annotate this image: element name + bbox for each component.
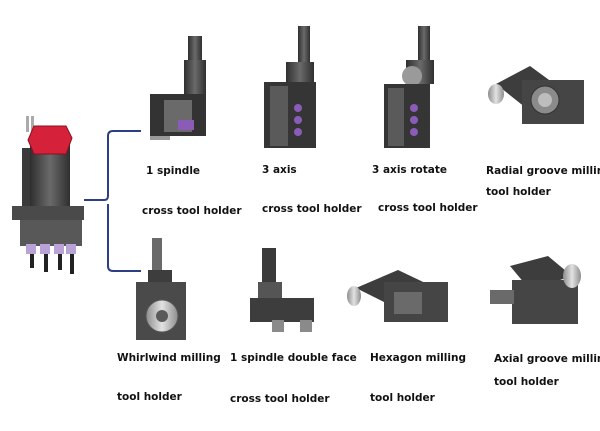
label-hexagon-line1: Hexagon milling <box>370 352 466 364</box>
label-axial-groove-line2: tool holder <box>494 376 559 388</box>
label-axial-groove-line1: Axial groove milling <box>494 353 600 365</box>
label-double-face-line1: 1 spindle double face <box>230 352 357 364</box>
label-whirlwind-line2: tool holder <box>117 391 182 403</box>
tool-image-hexagon <box>347 270 448 322</box>
label-3-axis-rotate-line1: 3 axis rotate <box>372 164 447 176</box>
tool-image-axial-groove <box>490 256 581 324</box>
label-whirlwind-line1: Whirlwind milling <box>117 352 221 364</box>
connector-bracket <box>84 130 141 272</box>
tool-image-1-spindle-cross <box>150 36 206 140</box>
tool-image-3-axis-cross <box>264 26 316 148</box>
label-radial-groove-line1: Radial groove milling <box>486 165 600 177</box>
label-3-axis-line1: 3 axis <box>262 164 297 176</box>
label-radial-groove-line2: tool holder <box>486 186 551 198</box>
label-1-spindle-line1: 1 spindle <box>146 165 201 177</box>
tool-image-radial-groove <box>488 66 584 124</box>
label-3-axis-rotate-line2: cross tool holder <box>378 202 478 214</box>
tool-image-3-axis-rotate <box>384 26 434 148</box>
label-3-axis-line2: cross tool holder <box>262 203 362 215</box>
tool-image-whirlwind <box>136 238 186 340</box>
label-1-spindle-line2: cross tool holder <box>142 205 242 217</box>
tool-image-1-spindle-double-face <box>250 248 314 332</box>
label-hexagon-line2: tool holder <box>370 392 435 404</box>
turret-assembly-image <box>12 116 84 274</box>
label-double-face-line2: cross tool holder <box>230 393 330 405</box>
